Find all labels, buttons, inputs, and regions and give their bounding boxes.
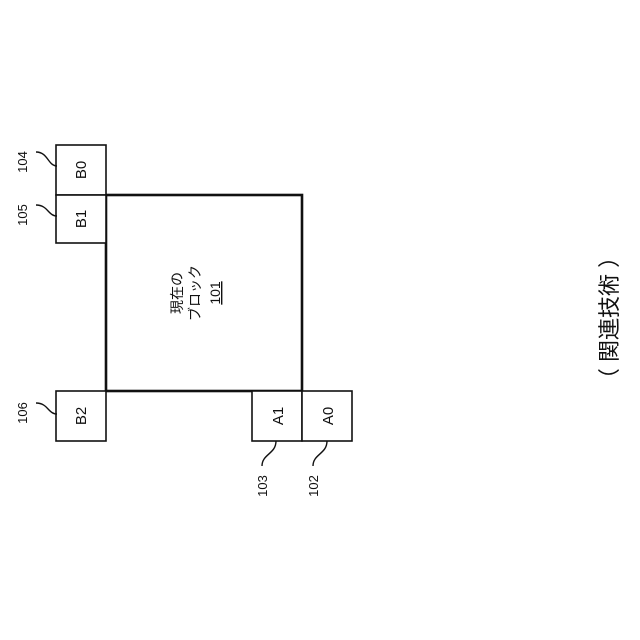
leader-104 (36, 152, 57, 166)
current-block (106, 195, 302, 391)
leader-102 (313, 441, 327, 466)
ref-102: 102 (306, 475, 321, 497)
leader-106 (36, 403, 57, 414)
neighbor-b2-label: B2 (73, 407, 90, 425)
neighbor-a1-label: A1 (270, 407, 287, 425)
neighbor-a0-label: A0 (320, 407, 337, 425)
leader-105 (36, 205, 57, 216)
current-block-label-line2: ブロック (187, 265, 203, 321)
leader-103 (262, 441, 276, 466)
neighbor-b0-label: B0 (73, 161, 90, 179)
ref-105: 105 (15, 204, 30, 226)
ref-106: 106 (15, 402, 30, 424)
figure-caption: （ 関連技術 ） (597, 246, 622, 390)
neighbor-b1-label: B1 (73, 210, 90, 228)
ref-103: 103 (255, 475, 270, 497)
current-block-label-line1: 現在の (169, 272, 185, 314)
ref-104: 104 (15, 151, 30, 173)
current-block-ref: 101 (207, 281, 223, 305)
